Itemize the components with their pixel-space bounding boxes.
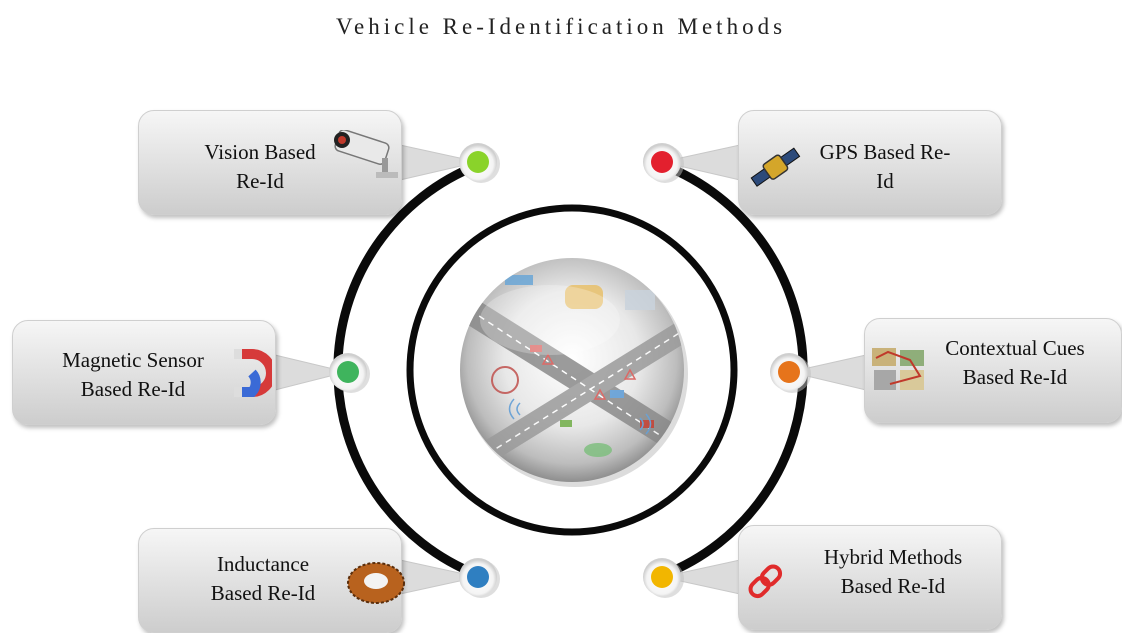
diagram-title: Vehicle Re-Identification Methods: [335, 14, 787, 39]
inductance-dot: [467, 566, 489, 588]
inductance-node: [459, 558, 500, 598]
contextual-dot: [778, 361, 800, 383]
contextual-method-label: Contextual Cues Based Re-Id: [945, 336, 1085, 389]
magnetic-method-card: [12, 320, 276, 425]
gps-dot: [651, 151, 673, 173]
chain-link-icon: [748, 564, 783, 599]
vision-method-card: [138, 110, 402, 215]
contextual-node: [770, 353, 811, 393]
hybrid-node: [643, 558, 684, 598]
inductor-coil-icon: [347, 562, 405, 604]
vision-dot: [467, 151, 489, 173]
hybrid-method-label: Hybrid Methods Based Re-Id: [823, 545, 963, 598]
magnetic-dot: [337, 361, 359, 383]
security-camera-icon: [334, 130, 398, 178]
gps-method-label: GPS Based Re- Id: [819, 140, 951, 193]
hybrid-dot: [651, 566, 673, 588]
map-collage-icon: [872, 348, 924, 390]
inner-ring: [406, 204, 738, 536]
magnet-icon: [234, 349, 272, 397]
hybrid-method-card: [738, 525, 1002, 630]
inductance-method-label: Inductance Based Re-Id: [210, 552, 316, 605]
gps-node: [643, 143, 684, 183]
magnetic-method-label: Magnetic Sensor Based Re-Id: [62, 348, 204, 401]
vision-node: [459, 143, 500, 183]
center-sphere-image: [460, 258, 688, 487]
satellite-icon: [750, 147, 801, 187]
vision-method-label: Vision Based Re-Id: [204, 140, 316, 193]
magnetic-node: [329, 353, 370, 393]
